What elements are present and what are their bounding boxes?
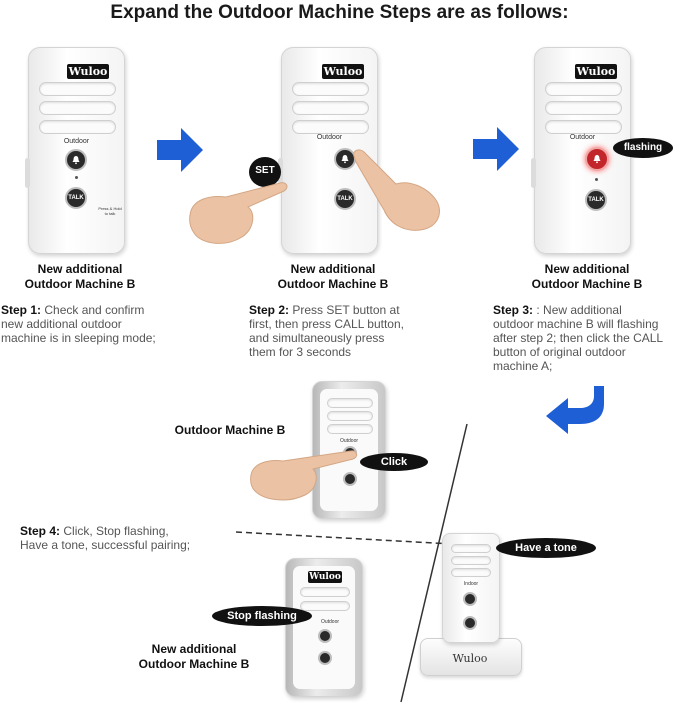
- talk-button: TALK: [585, 189, 607, 211]
- set-callout-label: SET: [255, 165, 275, 176]
- step-1-text: Step 1: Check and confirm new additional…: [1, 303, 156, 345]
- bell-icon: [72, 156, 80, 165]
- divider-diagonal: [400, 423, 468, 703]
- caption-outdoor-b: Outdoor Machine B: [174, 423, 286, 437]
- brand-logo: Wuloo: [67, 64, 109, 79]
- call-button-flashing: [585, 147, 609, 171]
- brand-logo: Wuloo: [308, 571, 342, 583]
- hand-click: [250, 450, 358, 501]
- talk-button: [463, 616, 477, 630]
- stop-flashing-callout: Stop flashing: [212, 606, 312, 626]
- bell-icon: [593, 155, 601, 164]
- talk-button: [318, 651, 332, 665]
- indoor-base-brand: Wuloo: [452, 652, 488, 665]
- curved-return-arrow-icon: [546, 386, 604, 434]
- talk-button: TALK: [334, 188, 356, 210]
- outdoor-label: Outdoor: [63, 138, 90, 145]
- outdoor-machine-device-4: Outdoor: [312, 381, 386, 519]
- outdoor-label: Outdoor: [339, 438, 359, 444]
- have-a-tone-callout: Have a tone: [496, 538, 596, 558]
- brand-logo: Wuloo: [322, 64, 364, 79]
- right-arrow-icon: [157, 128, 203, 172]
- step-3-text: Step 3: : New additional outdoor machine…: [493, 303, 664, 373]
- outdoor-label: Outdoor: [320, 619, 340, 625]
- step-4-text: Step 4: Click, Stop flashing, Have a ton…: [20, 524, 191, 552]
- indoor-machine: Indoor: [442, 533, 500, 643]
- click-callout: Click: [360, 453, 428, 471]
- call-button: [65, 149, 87, 171]
- talk-button: TALK: [65, 187, 87, 209]
- bell-icon: [341, 155, 349, 164]
- set-callout: [249, 157, 281, 187]
- indoor-label: Indoor: [463, 581, 479, 587]
- hand-left: [189, 182, 288, 244]
- brand-logo: Wuloo: [575, 64, 617, 79]
- divider-dashed: [235, 531, 453, 545]
- flashing-callout: flashing: [613, 138, 673, 158]
- call-button: [318, 629, 332, 643]
- indoor-base: [420, 638, 522, 676]
- outdoor-label: Outdoor: [569, 134, 596, 141]
- talk-button: [343, 472, 357, 486]
- power-button: [463, 592, 477, 606]
- hand-right: [353, 149, 440, 231]
- outdoor-label: Outdoor: [316, 134, 343, 141]
- right-arrow-icon: [473, 127, 519, 171]
- page-title: Expand the Outdoor Machine Steps are as …: [110, 2, 569, 23]
- outdoor-machine-device-5: Wuloo Outdoor: [285, 558, 363, 697]
- step-2-text: Step 2: Press SET button at first, then …: [249, 303, 404, 359]
